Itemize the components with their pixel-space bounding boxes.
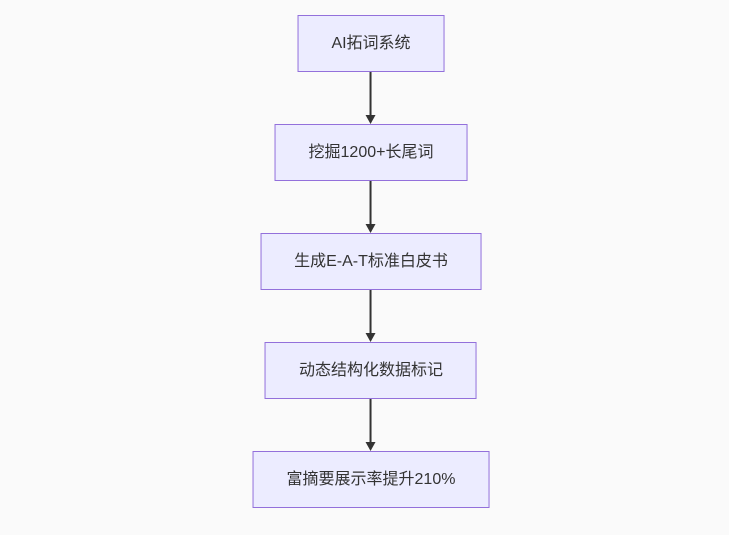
flow-arrow	[366, 290, 376, 342]
flowchart-node-eat-whitepaper: 生成E-A-T标准白皮书	[260, 233, 482, 290]
flowchart-node-longtail-keywords: 挖掘1200+长尾词	[274, 124, 468, 181]
arrow-line	[370, 290, 372, 334]
flow-arrow	[366, 72, 376, 124]
flowchart-node-rich-snippet-rate: 富摘要展示率提升210%	[252, 451, 490, 508]
flow-arrow	[366, 399, 376, 451]
flowchart-node-structured-data-markup: 动态结构化数据标记	[264, 342, 477, 399]
arrow-line	[370, 399, 372, 443]
arrow-head-icon	[366, 442, 376, 451]
arrow-head-icon	[366, 333, 376, 342]
flowchart-column: AI拓词系统 挖掘1200+长尾词 生成E-A-T标准白皮书 动态结构化数据标记…	[252, 15, 490, 508]
arrow-head-icon	[366, 224, 376, 233]
arrow-line	[370, 181, 372, 225]
flowchart-node-ai-word-system: AI拓词系统	[297, 15, 445, 72]
arrow-line	[370, 72, 372, 116]
flow-arrow	[366, 181, 376, 233]
arrow-head-icon	[366, 115, 376, 124]
